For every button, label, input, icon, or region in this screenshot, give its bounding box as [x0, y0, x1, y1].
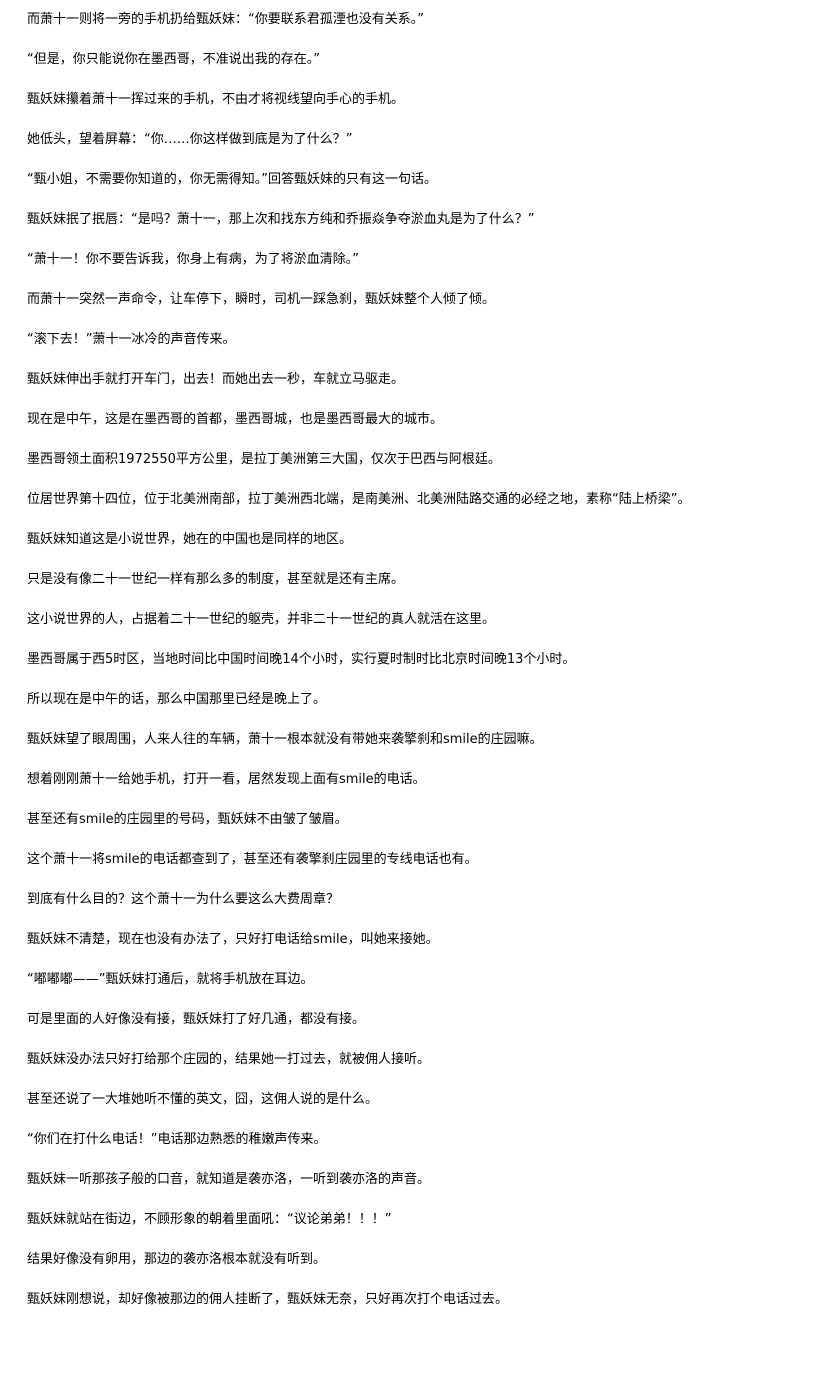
- paragraph: 甄妖妹不清楚，现在也没有办法了，只好打电话给smile，叫她来接她。: [27, 932, 439, 947]
- paragraph: “萧十一！你不要告诉我，你身上有病，为了将淤血清除。”: [27, 252, 359, 267]
- paragraph: 而萧十一则将一旁的手机扔给甄妖妹：“你要联系君孤湮也没有关系。”: [27, 12, 424, 27]
- paragraph: 甄妖妹知道这是小说世界，她在的中国也是同样的地区。: [27, 532, 353, 547]
- paragraph: 位居世界第十四位，位于北美洲南部，拉丁美洲西北端，是南美洲、北美洲陆路交通的必经…: [27, 492, 691, 507]
- paragraph: 墨西哥属于西5时区，当地时间比中国时间晚14个小时，实行夏时制时比北京时间晚13…: [27, 652, 576, 667]
- paragraph: 甚至还说了一大堆她听不懂的英文，囧，这佣人说的是什么。: [27, 1092, 379, 1107]
- paragraph: “但是，你只能说你在墨西哥，不准说出我的存在。”: [27, 52, 320, 67]
- paragraph: “滚下去！”萧十一冰冷的声音传来。: [27, 332, 236, 347]
- paragraph: “甄小姐，不需要你知道的，你无需得知。”回答甄妖妹的只有这一句话。: [27, 172, 437, 187]
- paragraph: 甄妖妹没办法只好打给那个庄园的，结果她一打过去，就被佣人接听。: [27, 1052, 431, 1067]
- paragraph: 这个萧十一将smile的电话都查到了，甚至还有袭擎刹庄园里的专线电话也有。: [27, 852, 478, 867]
- paragraph: 甄妖妹伸出手就打开车门，出去！而她出去一秒，车就立马驱走。: [27, 372, 405, 387]
- paragraph: 想着刚刚萧十一给她手机，打开一看，居然发现上面有smile的电话。: [27, 772, 426, 787]
- paragraph: 而萧十一突然一声命令，让车停下，瞬时，司机一踩急刹，甄妖妹整个人倾了倾。: [27, 292, 496, 307]
- document-body: 而萧十一则将一旁的手机扔给甄妖妹：“你要联系君孤湮也没有关系。” “但是，你只能说…: [27, 0, 827, 1306]
- paragraph: 甄妖妹就站在街边，不顾形象的朝着里面吼：“议论弟弟！！！”: [27, 1212, 392, 1227]
- paragraph: 甚至还有smile的庄园里的号码，甄妖妹不由皱了皱眉。: [27, 812, 348, 827]
- paragraph: 甄妖妹刚想说，却好像被那边的佣人挂断了，甄妖妹无奈，只好再次打个电话过去。: [27, 1292, 509, 1306]
- paragraph: 结果好像没有卵用，那边的袭亦洛根本就没有听到。: [27, 1252, 327, 1267]
- paragraph: 甄妖妹攥着萧十一挥过来的手机，不由才将视线望向手心的手机。: [27, 92, 405, 107]
- paragraph: “嘟嘟嘟——”甄妖妹打通后，就将手机放在耳边。: [27, 972, 314, 987]
- paragraph: 墨西哥领土面积1972550平方公里，是拉丁美洲第三大国，仅次于巴西与阿根廷。: [27, 452, 501, 467]
- paragraph: 只是没有像二十一世纪一样有那么多的制度，甚至就是还有主席。: [27, 572, 405, 587]
- paragraph: 甄妖妹望了眼周围，人来人往的车辆，萧十一根本就没有带她来袭擎刹和smile的庄园…: [27, 732, 543, 747]
- paragraph: 甄妖妹抿了抿唇：“是吗？萧十一，那上次和找东方纯和乔振焱争夺淤血丸是为了什么？”: [27, 212, 535, 227]
- paragraph: 所以现在是中午的话，那么中国那里已经是晚上了。: [27, 692, 327, 707]
- paragraph: 她低头，望着屏幕：“你……你这样做到底是为了什么？”: [27, 132, 353, 147]
- paragraph: 这小说世界的人，占据着二十一世纪的躯壳，并非二十一世纪的真人就活在这里。: [27, 612, 496, 627]
- paragraph: 到底有什么目的？这个萧十一为什么要这么大费周章？: [27, 892, 340, 907]
- paragraph: 可是里面的人好像没有接，甄妖妹打了好几通，都没有接。: [27, 1012, 366, 1027]
- paragraph: 现在是中午，这是在墨西哥的首都，墨西哥城，也是墨西哥最大的城市。: [27, 412, 444, 427]
- paragraph: 甄妖妹一听那孩子般的口音，就知道是袭亦洛，一听到袭亦洛的声音。: [27, 1172, 431, 1187]
- paragraph: “你们在打什么电话！”电话那边熟悉的稚嫩声传来。: [27, 1132, 327, 1147]
